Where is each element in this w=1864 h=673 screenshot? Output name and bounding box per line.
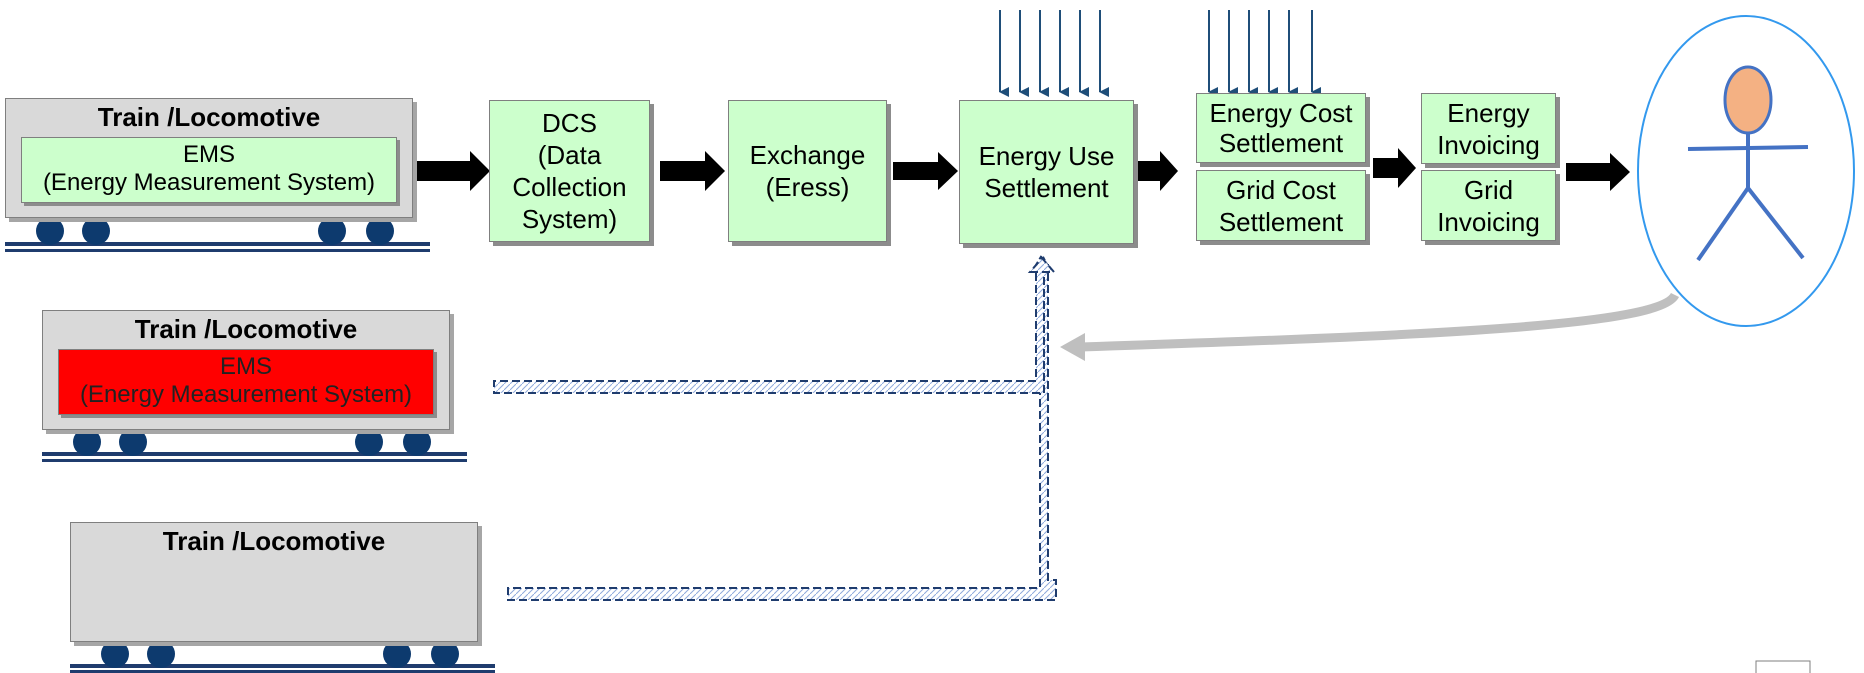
grid-cost-line-2: Settlement [1218,206,1344,237]
train-2-ems-box: EMS (Energy Measurement System) [58,349,434,415]
exchange-box: Exchange (Eress) [728,100,887,242]
energy-invoicing-line-2: Invoicing [1437,129,1540,160]
exchange-line-2: (Eress) [765,172,850,202]
dcs-box: DCS (Data Collection System) [489,100,650,242]
train-3-rails [70,664,495,673]
energy-invoicing-box: Energy Invoicing [1421,93,1556,164]
dcs-line-1: DCS [542,108,597,138]
dcs-line-4: System) [521,204,618,234]
dcs-line-2: (Data [537,140,602,170]
exchange-line-1: Exchange [749,140,866,170]
grid-invoicing-box: Grid Invoicing [1421,170,1556,241]
arrow-energy-use-to-settlement [1135,151,1178,191]
train-1-ems-label: EMS [182,141,235,168]
energy-use-line-2: Settlement [984,173,1109,203]
arrow-ems-to-dcs [398,151,490,191]
train-1-ems-desc: (Energy Measurement System) [42,169,376,196]
dcs-line-3: Collection [512,172,627,202]
estimated-data-path [493,252,1057,601]
energy-cost-line-2: Settlement [1218,128,1344,158]
corner-placeholder-box [1755,660,1811,673]
grid-invoicing-line-1: Grid [1463,174,1514,205]
train-1-wheels [36,217,394,245]
train-3-body: Train /Locomotive [70,522,478,642]
grid-cost-settlement-box: Grid Cost Settlement [1196,170,1366,241]
arrow-settlement-to-invoicing [1373,148,1416,188]
train-2-ems-label: EMS [219,353,272,380]
grid-invoicing-line-2: Invoicing [1437,206,1540,237]
feedback-arrow [1060,292,1680,361]
train-2-ems-desc: (Energy Measurement System) [79,381,413,408]
train-2-rails [42,452,467,462]
arrow-exchange-to-energy-use [893,152,958,190]
train-2-wheels [73,428,431,456]
grid-cost-line-1: Grid Cost [1226,174,1336,205]
flow-arrows [398,148,1630,191]
train-1-rails [5,242,430,252]
input-arrows-cost-settlement [1208,10,1321,97]
energy-invoicing-line-1: Energy [1447,97,1530,128]
energy-cost-line-1: Energy Cost [1209,98,1353,128]
energy-use-line-1: Energy Use [978,141,1115,171]
actor-head-icon [1723,65,1773,135]
input-arrows-energy-use [999,10,1109,97]
arrow-invoicing-to-customer [1566,153,1630,191]
train-1-title: Train /Locomotive [97,102,321,132]
arrow-dcs-to-exchange [660,151,725,191]
train-1-ems-box: EMS (Energy Measurement System) [21,137,397,203]
train-3-title: Train /Locomotive [162,526,386,556]
train-2-title: Train /Locomotive [134,314,358,344]
train-3-wheels [101,640,459,668]
energy-cost-settlement-box: Energy Cost Settlement [1196,93,1366,163]
customer-ring [1637,15,1855,327]
energy-use-settlement-box: Energy Use Settlement [959,100,1134,244]
customer-actor [1637,15,1855,327]
